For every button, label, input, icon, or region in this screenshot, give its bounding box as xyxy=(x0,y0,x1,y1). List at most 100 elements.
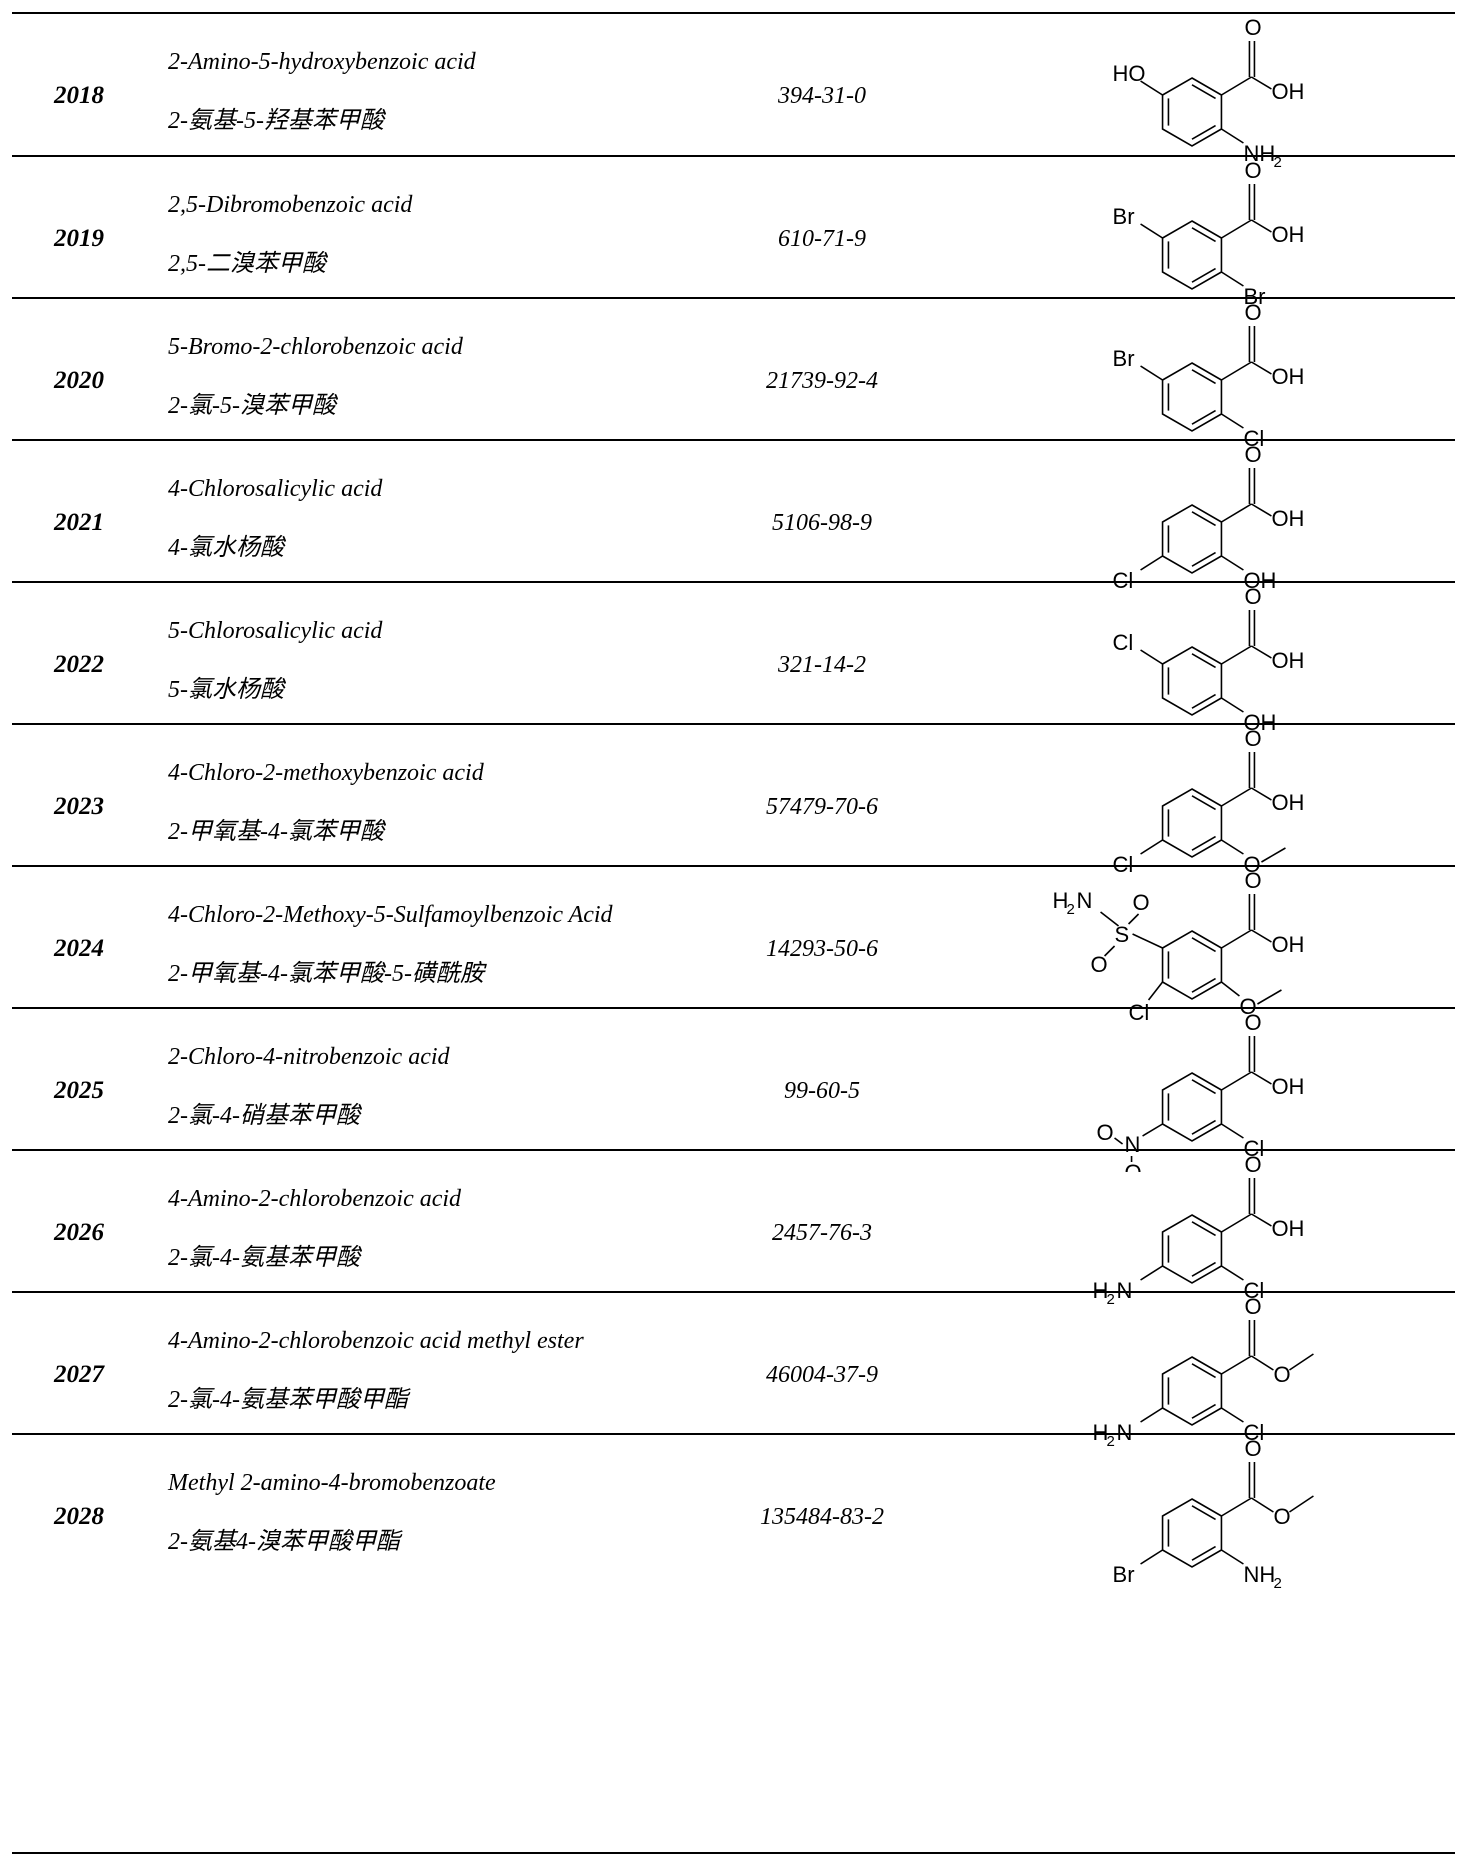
double-bond-line xyxy=(1191,1505,1216,1521)
bond-line xyxy=(1140,80,1163,96)
catalog-number: 2026 xyxy=(54,1219,104,1246)
hydroxyl-label: OH xyxy=(1271,648,1304,673)
cas-number: 135484-83-2 xyxy=(760,1503,884,1530)
sulfonyl-oxygen-label: O xyxy=(1133,890,1150,915)
english-name: 4-Chloro-2-methoxybenzoic acid xyxy=(168,760,484,786)
benzene-ring xyxy=(1161,362,1223,432)
double-bond-line xyxy=(1191,227,1216,243)
double-bond-line xyxy=(1191,267,1216,283)
bond-line xyxy=(1221,697,1244,713)
chinese-name: 4-氯水杨酸 xyxy=(168,535,284,561)
ortho-substituent-label: OH xyxy=(1243,710,1276,735)
chinese-name: 5-氯水杨酸 xyxy=(168,677,284,703)
bond-line xyxy=(1221,839,1244,855)
structure-diagram: OOHClNOO xyxy=(1012,1012,1372,1172)
meta-substituent-label: HO xyxy=(1113,61,1146,86)
english-name: 4-Amino-2-chlorobenzoic acid methyl este… xyxy=(168,1328,584,1354)
double-bond-line xyxy=(1191,1221,1216,1237)
bond-line xyxy=(1251,1213,1272,1227)
compound-names: 4-Chloro-2-methoxybenzoic acid 2-甲氧基-4-氯苯… xyxy=(168,759,728,846)
double-bond-line xyxy=(1191,1119,1216,1135)
subscript-label: 2 xyxy=(1107,1291,1115,1308)
bond-line xyxy=(1140,649,1163,665)
ortho-substituent-label: O xyxy=(1243,852,1260,877)
meta-substituent-label: Br xyxy=(1113,204,1135,229)
english-name: 2,5-Dibromobenzoic acid xyxy=(168,192,413,218)
benzene-ring xyxy=(1161,1072,1223,1142)
double-bond-line xyxy=(1191,511,1216,527)
para-substituent-label: Cl xyxy=(1113,568,1134,593)
cas-number: 14293-50-6 xyxy=(766,935,878,962)
carbonyl-oxygen: O xyxy=(1244,586,1261,609)
chinese-name: 2-氯-4-硝基苯甲酸 xyxy=(168,1103,360,1129)
english-name: Methyl 2-amino-4-bromobenzoate xyxy=(168,1470,496,1496)
bond-line xyxy=(1221,645,1252,665)
bond-line xyxy=(1140,223,1163,239)
sulfonyl-oxygen-label: O xyxy=(1091,952,1108,977)
compound-names: 4-Chloro-2-Methoxy-5-Sulfamoylbenzoic Ac… xyxy=(168,901,728,988)
english-name: 5-Bromo-2-chlorobenzoic acid xyxy=(168,334,463,360)
chinese-name: 2-甲氧基-4-氯苯甲酸 xyxy=(168,819,384,845)
subscript-label: 2 xyxy=(1107,1433,1115,1450)
bond-line xyxy=(1140,1549,1163,1565)
ortho-substituent-label: Cl xyxy=(1243,426,1264,451)
carbonyl-oxygen: O xyxy=(1244,1012,1261,1035)
carbonyl-oxygen: O xyxy=(1244,17,1261,40)
bond-line xyxy=(1132,933,1163,949)
double-bond-line xyxy=(1191,937,1216,953)
bond-line xyxy=(1221,503,1252,523)
cas-number: 321-14-2 xyxy=(778,651,866,678)
hydroxyl-label: OH xyxy=(1271,932,1304,957)
bond-line xyxy=(1140,839,1163,855)
bond-line xyxy=(1142,1123,1163,1137)
double-bond-line xyxy=(1191,84,1216,100)
methyl-line xyxy=(1261,847,1286,863)
methyl-line xyxy=(1257,989,1282,1005)
double-bond-line xyxy=(1191,795,1216,811)
chinese-name: 2-氨基4-溴苯甲酸甲酯 xyxy=(168,1529,400,1555)
compound-names: 4-Amino-2-chlorobenzoic acid methyl este… xyxy=(168,1327,728,1414)
double-bond-line xyxy=(1191,1363,1216,1379)
ortho-substituent-label: Br xyxy=(1243,284,1265,309)
ortho-substituent-label: Cl xyxy=(1243,1278,1264,1303)
amine-n-label: N xyxy=(1117,1420,1133,1445)
english-name: 2-Amino-5-hydroxybenzoic acid xyxy=(168,49,476,75)
benzene-ring xyxy=(1161,930,1223,1000)
sulfonamide-n-label: N xyxy=(1077,888,1093,913)
nitro-bond-line xyxy=(1114,1137,1124,1145)
bond-line xyxy=(1140,365,1163,381)
ortho-substituent-label: Cl xyxy=(1243,1136,1264,1161)
english-name: 5-Chlorosalicylic acid xyxy=(168,618,383,644)
bond-line xyxy=(1140,1265,1163,1281)
methyl-line xyxy=(1289,1495,1314,1513)
bond-line xyxy=(1221,1497,1252,1517)
carbonyl-oxygen: O xyxy=(1244,1438,1261,1461)
bond-line xyxy=(1221,787,1252,807)
hydroxyl-label: OH xyxy=(1271,790,1304,815)
subscript-label: 2 xyxy=(1273,154,1281,171)
double-bond-line xyxy=(1191,551,1216,567)
catalog-number: 2023 xyxy=(54,793,104,820)
bond-line xyxy=(1251,76,1272,90)
bond-line xyxy=(1147,981,1164,1001)
cas-number: 610-71-9 xyxy=(778,225,866,252)
bond-line xyxy=(1221,1071,1252,1091)
benzene-ring xyxy=(1161,504,1223,574)
double-bond-line xyxy=(1191,653,1216,669)
